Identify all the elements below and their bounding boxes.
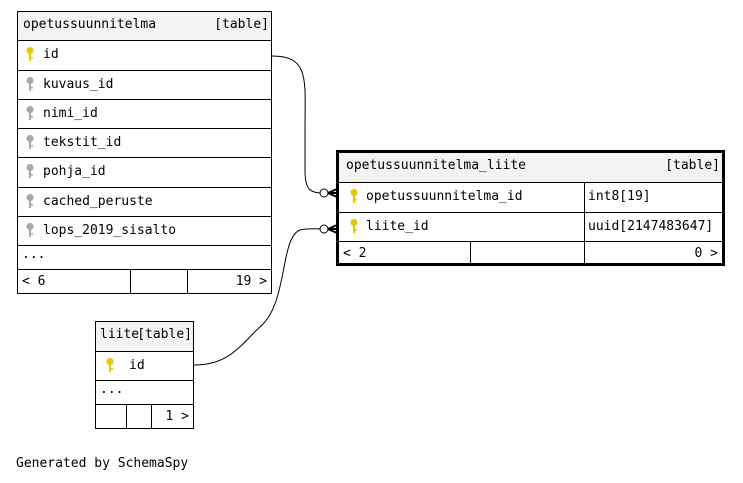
column-row[interactable]: tekstit_id [18,129,271,158]
column-row[interactable]: lops_2019_sisalto [18,217,271,246]
column-row[interactable]: cached_peruste [18,188,271,217]
divider [584,183,585,212]
foreign-key-icon [26,106,34,120]
divider [126,405,127,428]
column-name: pohja_id [43,164,106,179]
column-name: id [43,47,59,62]
column-row[interactable]: pohja_id [18,158,271,188]
column-row[interactable]: kuvaus_id [18,71,271,100]
column-name: lops_2019_sisalto [43,223,177,238]
divider [584,213,585,241]
table-header[interactable]: opetussuunnitelma_liite [table] [339,153,722,183]
table-header[interactable]: liite [table] [96,322,193,352]
child-count[interactable]: 1 > [165,409,189,424]
column-row[interactable]: nimi_id [18,100,271,129]
child-count[interactable]: 19 > [235,274,267,289]
table-opetussuunnitelma[interactable]: opetussuunnitelma [table] id kuvaus_id n… [17,11,272,294]
foreign-key-icon [26,77,34,91]
table-opetussuunnitelma-liite[interactable]: opetussuunnitelma_liite [table] opetussu… [336,150,725,266]
table-header[interactable]: opetussuunnitelma [table] [18,12,271,41]
table-name: liite [100,327,140,342]
parent-count[interactable]: < 6 [22,274,46,289]
divider [130,270,131,293]
foreign-key-icon [26,164,34,178]
primary-key-icon [350,189,358,203]
parent-count[interactable]: < 2 [343,246,367,261]
relation-end-circle [319,224,329,234]
divider [187,270,188,293]
primary-key-icon [26,47,34,61]
table-footer: < 6 19 > [18,270,271,293]
table-name: opetussuunnitelma [23,17,157,32]
column-type: int8[19] [588,189,651,204]
table-kind: [table] [137,327,192,342]
divider [151,405,152,428]
foreign-key-icon [26,135,34,149]
column-type: uuid[2147483647] [588,219,714,234]
relation-line-liite [193,228,325,366]
relation-end-circle [319,188,329,198]
more-columns-ellipsis: ... [22,247,46,262]
table-kind: [table] [665,158,720,173]
foreign-key-icon [26,223,34,237]
relation-line-opetussuunnitelma [271,55,325,194]
column-name: liite_id [366,219,429,234]
column-row[interactable]: id [18,41,271,71]
column-name: tekstit_id [43,135,122,150]
primary-key-icon [106,358,114,372]
table-footer: < 2 0 > [339,242,722,263]
divider [584,242,585,263]
ellipsis-row: ... [18,246,271,270]
column-name: opetussuunnitelma_id [366,189,523,204]
column-row[interactable]: liite_id uuid[2147483647] [339,213,722,242]
table-liite[interactable]: liite [table] id ... 1 > [95,321,194,429]
primary-key-icon [350,219,358,233]
crowfoot-icon [327,224,338,234]
column-name: id [129,358,145,373]
table-footer: 1 > [96,405,193,428]
column-name: nimi_id [43,106,98,121]
divider [470,242,471,263]
column-row[interactable]: id [96,352,193,381]
column-name: cached_peruste [43,194,153,209]
crowfoot-icon [327,188,338,198]
ellipsis-row: ... [96,381,193,405]
child-count[interactable]: 0 > [694,246,718,261]
table-name: opetussuunnitelma_liite [346,158,527,173]
column-row[interactable]: opetussuunnitelma_id int8[19] [339,183,722,213]
more-columns-ellipsis: ... [100,382,124,397]
column-name: kuvaus_id [43,77,114,92]
table-kind: [table] [214,17,269,32]
foreign-key-icon [26,194,34,208]
generator-credit: Generated by SchemaSpy [16,456,189,471]
